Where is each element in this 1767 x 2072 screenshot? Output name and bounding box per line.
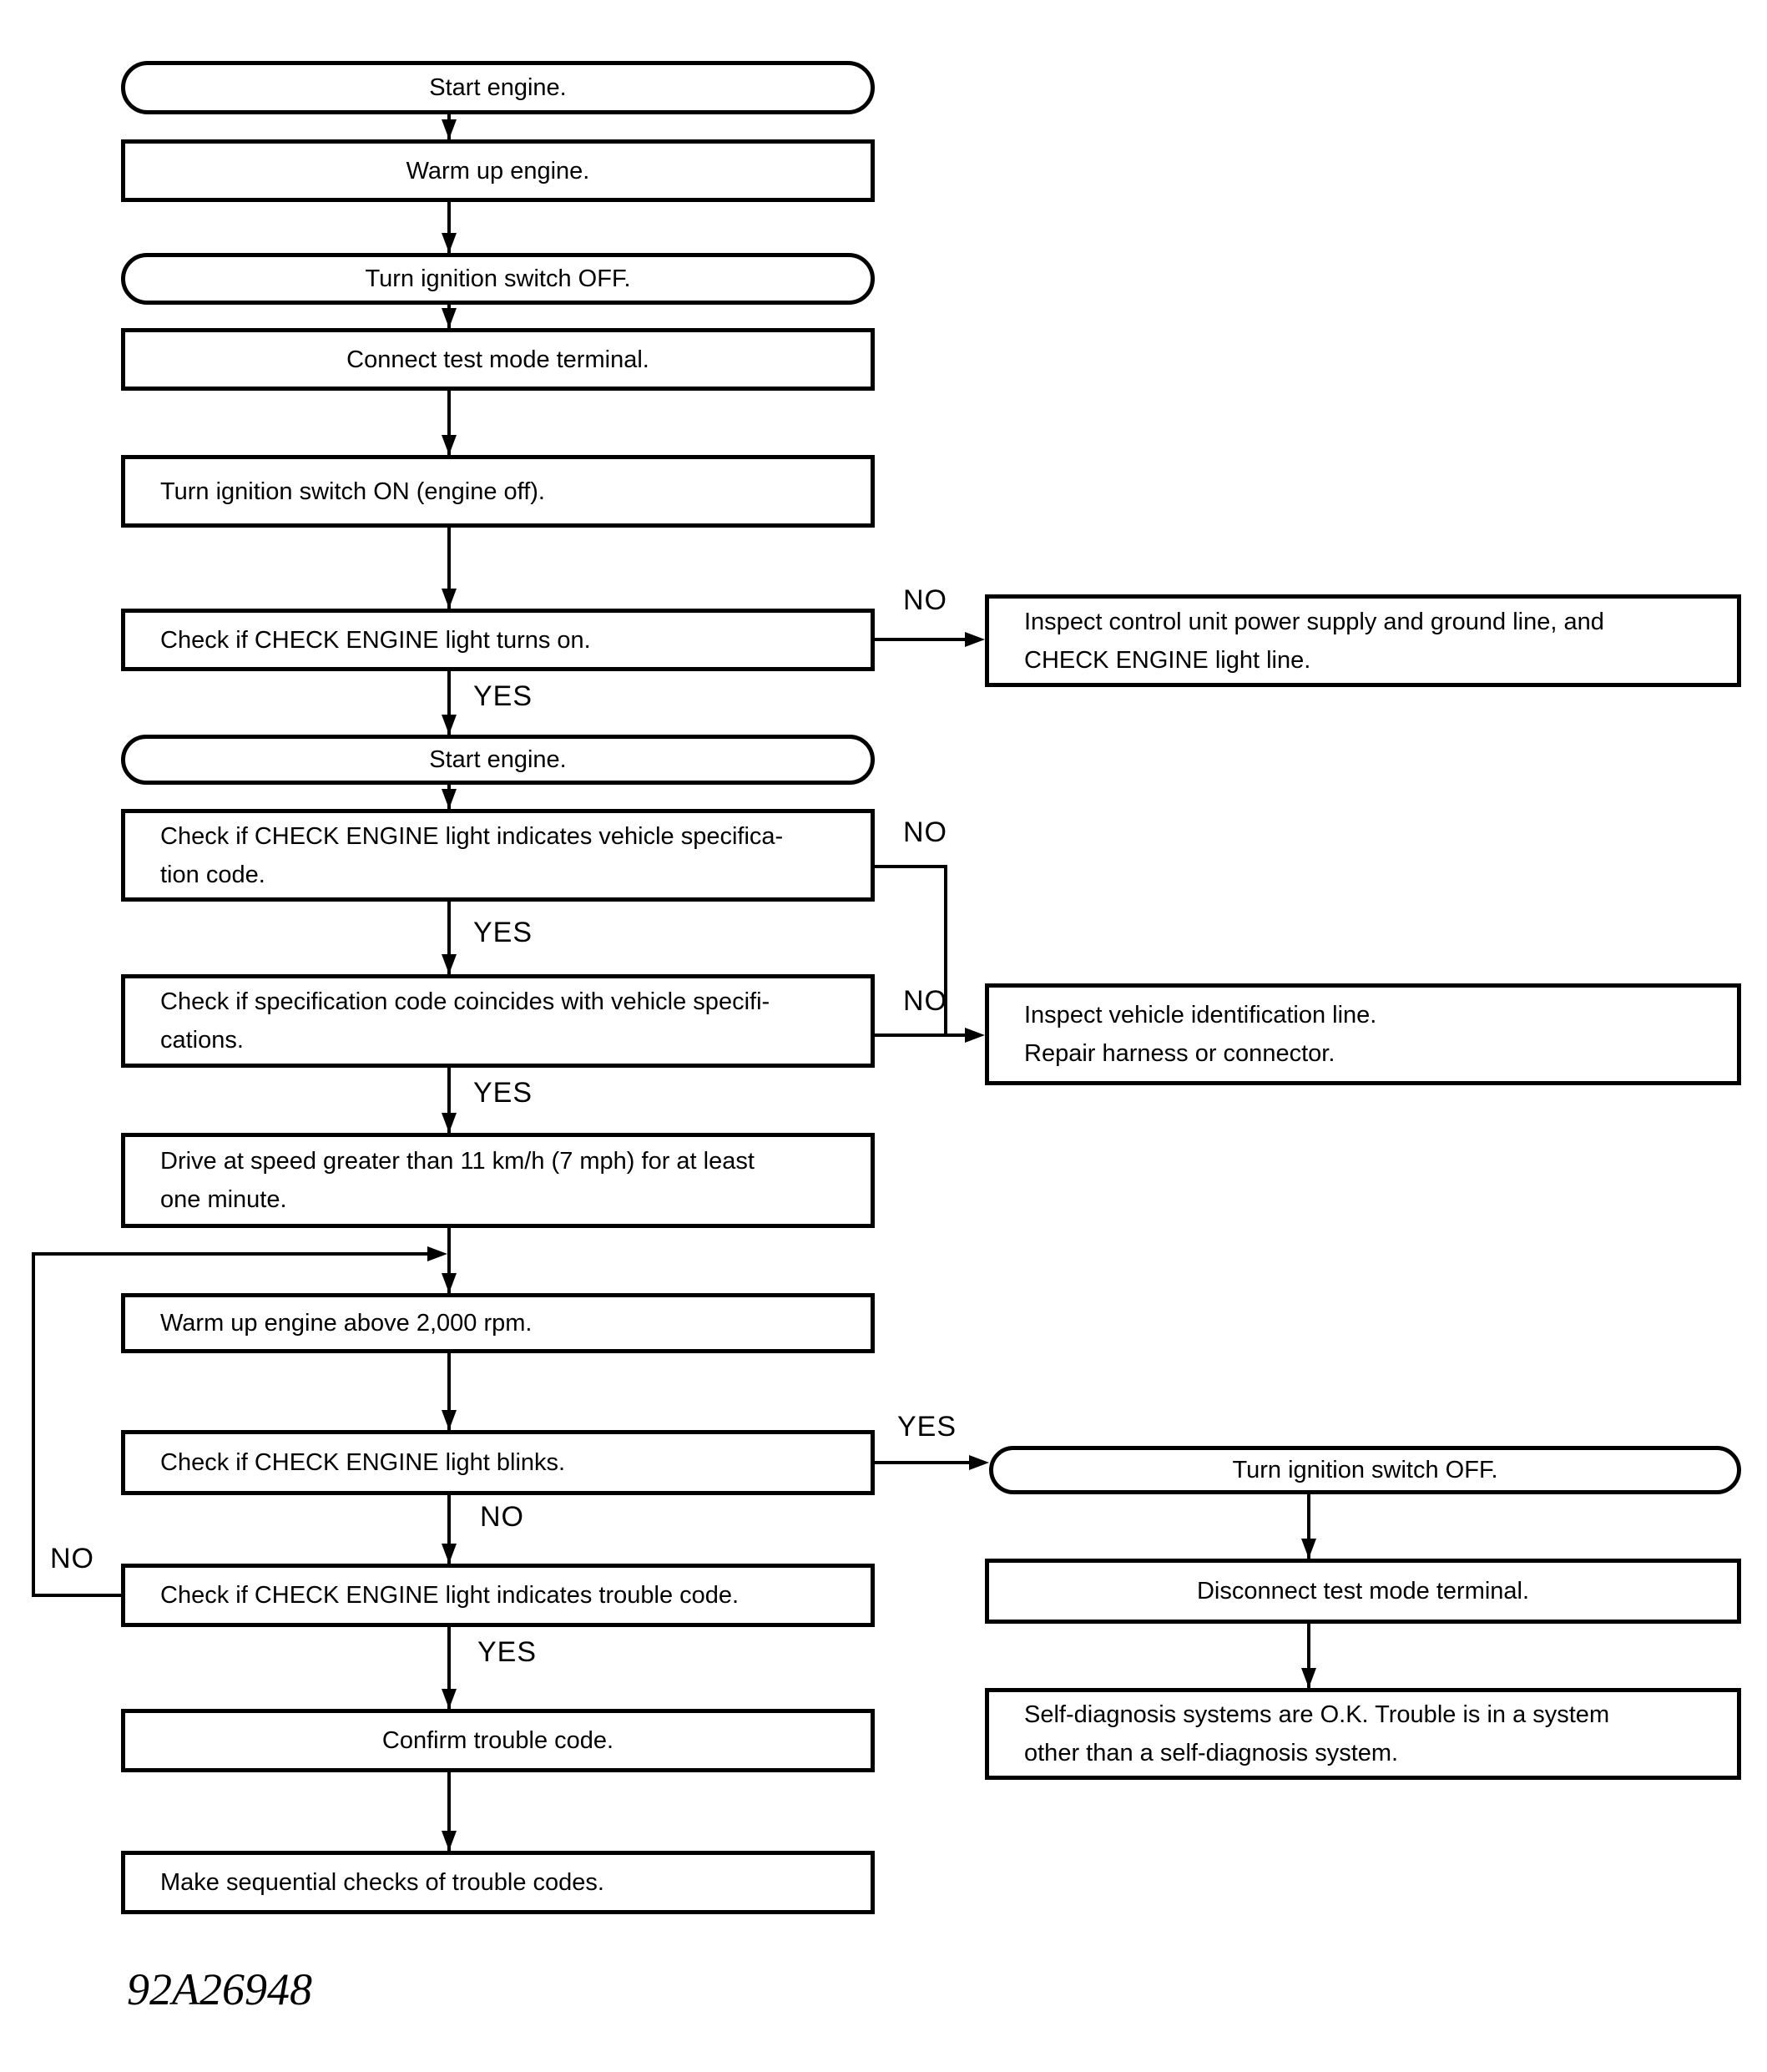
arrowhead-down-icon (442, 1410, 457, 1430)
arrowhead-down-icon (442, 1544, 457, 1564)
arrowhead-down-icon (442, 1689, 457, 1709)
flow-line (447, 1627, 451, 1709)
label-no-spec-indicated: NO (903, 816, 947, 848)
label-yes-light-blinks: YES (897, 1411, 957, 1443)
label-yes-spec-indicated: YES (473, 917, 533, 948)
arrowhead-down-icon (442, 308, 457, 328)
arrowhead-right-icon (969, 1455, 989, 1470)
flow-line (447, 1228, 451, 1293)
node-start-engine-2: Start engine. (121, 735, 875, 785)
node-text: CHECK ENGINE light line. (1024, 646, 1311, 674)
label-no-trouble-code: NO (50, 1543, 94, 1574)
node-confirm-trouble-code: Confirm trouble code. (121, 1709, 875, 1772)
node-text: Check if CHECK ENGINE light blinks. (160, 1449, 566, 1476)
node-turn-ignition-on: Turn ignition switch ON (engine off). (121, 455, 875, 528)
flow-line (447, 1068, 451, 1133)
label-yes-light-on: YES (473, 680, 533, 712)
node-self-diagnosis-ok: Self-diagnosis systems are O.K. Trouble … (985, 1688, 1741, 1780)
arrowhead-down-icon (442, 589, 457, 609)
node-sequential-checks: Make sequential checks of trouble codes. (121, 1851, 875, 1914)
node-text: Turn ignition switch OFF. (1232, 1457, 1498, 1483)
node-text: other than a self-diagnosis system. (1024, 1740, 1399, 1766)
node-drive-at-speed: Drive at speed greater than 11 km/h (7 m… (121, 1133, 875, 1228)
arrowhead-down-icon (442, 789, 457, 809)
node-text: one minute. (160, 1186, 287, 1213)
flow-line (447, 902, 451, 974)
node-text: Inspect vehicle identification line. (1024, 1002, 1377, 1028)
flow-line (32, 1252, 442, 1256)
arrowhead-down-icon (442, 233, 457, 253)
node-text: Inspect control unit power supply and gr… (1024, 608, 1604, 635)
node-connect-test-mode-terminal: Connect test mode terminal. (121, 328, 875, 391)
arrowhead-down-icon (442, 435, 457, 455)
arrowhead-down-icon (442, 715, 457, 735)
arrowhead-down-icon (1301, 1668, 1316, 1688)
arrowhead-right-icon (965, 1028, 985, 1043)
node-text: Start engine. (429, 746, 567, 773)
node-text: Check if CHECK ENGINE light indicates ve… (160, 822, 784, 850)
node-text: Confirm trouble code. (381, 1727, 614, 1754)
node-check-light-blinks: Check if CHECK ENGINE light blinks. (121, 1430, 875, 1495)
node-text: Warm up engine above 2,000 rpm. (160, 1310, 533, 1337)
flow-line (1307, 1494, 1310, 1559)
node-inspect-control-unit: Inspect control unit power supply and gr… (985, 594, 1741, 687)
arrowhead-right-icon (965, 632, 985, 647)
arrowhead-down-icon (1301, 1539, 1316, 1559)
label-yes-trouble-code: YES (477, 1636, 538, 1668)
label-no-spec-coincides: NO (903, 985, 947, 1017)
flow-line (875, 1461, 972, 1464)
arrowhead-right-icon (427, 1246, 447, 1261)
arrowhead-down-icon (442, 1831, 457, 1851)
flow-line (875, 638, 968, 641)
node-turn-ignition-off-2: Turn ignition switch OFF. (989, 1446, 1741, 1494)
node-check-spec-code-coincides: Check if specification code coincides wi… (121, 974, 875, 1068)
node-inspect-vehicle-id-line: Inspect vehicle identification line. Rep… (985, 983, 1741, 1085)
label-no-light-blinks: NO (480, 1501, 524, 1533)
node-text: Disconnect test mode terminal. (1196, 1578, 1530, 1605)
node-disconnect-test-mode-terminal: Disconnect test mode terminal. (985, 1559, 1741, 1624)
flow-line (447, 1772, 451, 1851)
node-text: Turn ignition switch ON (engine off). (160, 478, 545, 505)
node-start-engine-1: Start engine. (121, 61, 875, 114)
flow-line (447, 202, 451, 253)
node-check-light-turns-on: Check if CHECK ENGINE light turns on. (121, 609, 875, 671)
node-text: Check if CHECK ENGINE light indicates tr… (160, 1582, 740, 1609)
flow-line (447, 671, 451, 735)
label-no-light-on: NO (903, 584, 947, 616)
arrowhead-down-icon (442, 119, 457, 139)
flow-line (1307, 1624, 1310, 1688)
label-yes-spec-coincides: YES (473, 1077, 533, 1109)
flow-line (447, 391, 451, 455)
node-text: Drive at speed greater than 11 km/h (7 m… (160, 1148, 755, 1175)
node-text: tion code. (160, 861, 265, 888)
node-text: Start engine. (429, 74, 567, 101)
node-warm-up-above-2000: Warm up engine above 2,000 rpm. (121, 1293, 875, 1353)
flow-line (944, 865, 947, 1037)
figure-code: 92A26948 (127, 1964, 312, 2014)
flow-line (32, 1594, 121, 1597)
node-text: Turn ignition switch OFF. (365, 265, 631, 292)
flow-line (447, 1353, 451, 1430)
flow-line (875, 865, 947, 868)
arrowhead-down-icon (442, 1273, 457, 1293)
node-warm-up-engine: Warm up engine. (121, 139, 875, 202)
node-text: Connect test mode terminal. (346, 346, 649, 373)
flow-line (447, 1495, 451, 1564)
node-text: cations. (160, 1027, 244, 1054)
arrowhead-down-icon (442, 954, 457, 974)
node-text: Check if specification code coincides wi… (160, 988, 770, 1015)
node-check-trouble-code: Check if CHECK ENGINE light indicates tr… (121, 1564, 875, 1627)
flow-line (875, 1033, 968, 1037)
node-text: Warm up engine. (406, 157, 590, 184)
node-turn-ignition-off-1: Turn ignition switch OFF. (121, 253, 875, 305)
flow-line (32, 1252, 35, 1597)
node-text: Make sequential checks of trouble codes. (160, 1869, 604, 1896)
flow-line (447, 528, 451, 609)
node-check-spec-code-indicated: Check if CHECK ENGINE light indicates ve… (121, 809, 875, 902)
node-text: Check if CHECK ENGINE light turns on. (160, 626, 591, 654)
node-text: Repair harness or connector. (1024, 1040, 1335, 1067)
arrowhead-down-icon (442, 1113, 457, 1133)
node-text: Self-diagnosis systems are O.K. Trouble … (1024, 1701, 1610, 1728)
